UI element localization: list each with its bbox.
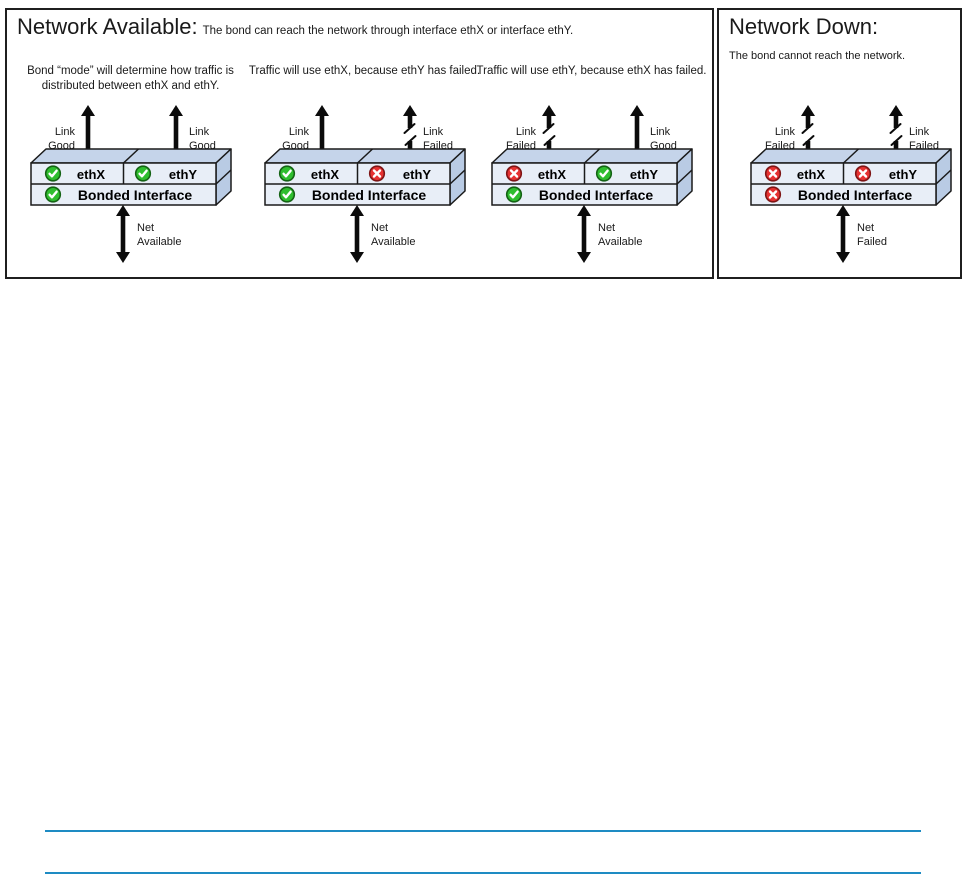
panel-title: Network Down: — [729, 14, 879, 39]
ethy-label: ethY — [630, 167, 659, 182]
horizontal-rule — [45, 872, 921, 874]
ethx-status-icon — [764, 165, 782, 182]
network-down-header: Network Down: — [729, 14, 878, 40]
right-link-label: Link — [909, 126, 930, 138]
ethx-label: ethX — [797, 167, 826, 182]
net-label: Available — [598, 236, 642, 248]
left-link-label: Link — [516, 126, 537, 138]
horizontal-rule — [45, 830, 921, 832]
network-available-header: Network Available: The bond can reach the… — [17, 14, 573, 40]
left-link-label: Link — [289, 126, 310, 138]
left-link-label: Link — [775, 126, 796, 138]
network-available-panel: Network Available: The bond can reach the… — [5, 8, 714, 279]
left-link-label: Link — [55, 126, 76, 138]
bond-scenario: Link Failed Link Failed — [750, 105, 952, 263]
bond-label: Bonded Interface — [539, 187, 654, 203]
panel-subtitle: The bond can reach the network through i… — [202, 25, 574, 37]
left-link-arrow-icon — [81, 105, 95, 163]
net-label: Failed — [857, 236, 887, 248]
scenario-caption: Traffic will use ethX, because ethY has … — [248, 65, 481, 77]
ethx-status-icon — [505, 165, 523, 182]
ethy-status-icon — [134, 165, 152, 182]
ethx-status-icon — [44, 165, 62, 182]
bond-status-icon — [44, 186, 62, 203]
panel-title: Network Available: — [17, 14, 198, 39]
bond-status-icon — [278, 186, 296, 203]
left-link-arrow-icon — [315, 105, 329, 163]
right-link-arrow-icon — [169, 105, 183, 163]
ethy-status-icon — [854, 165, 872, 182]
net-label: Available — [137, 236, 181, 248]
net-arrow-icon — [116, 205, 130, 263]
ethy-label: ethY — [169, 167, 198, 182]
scenario-caption: Traffic will use ethY, because ethX has … — [476, 65, 707, 77]
ethy-label: ethY — [403, 167, 432, 182]
right-link-label: Link — [423, 126, 444, 138]
ethx-label: ethX — [538, 167, 567, 182]
ethy-label: ethY — [889, 167, 918, 182]
bond-label: Bonded Interface — [312, 187, 427, 203]
ethy-status-icon — [368, 165, 386, 182]
ethx-label: ethX — [311, 167, 340, 182]
right-link-label: Link — [650, 126, 671, 138]
bond-scenario: Link Good Link Good — [30, 105, 232, 263]
net-label: Available — [371, 236, 415, 248]
net-label: Net — [137, 222, 154, 234]
net-label: Net — [598, 222, 615, 234]
bond-status-icon — [764, 186, 782, 203]
bond-scenario: Link Failed Link Good — [491, 105, 693, 263]
net-label: Net — [371, 222, 388, 234]
bond-label: Bonded Interface — [798, 187, 913, 203]
net-arrow-icon — [836, 205, 850, 263]
scenario-caption: Bond “mode” will determine how traffic i… — [27, 65, 234, 93]
ethx-status-icon — [278, 165, 296, 182]
ethx-label: ethX — [77, 167, 106, 182]
bond-scenario: Link Good Link Failed — [264, 105, 466, 263]
net-arrow-icon — [350, 205, 364, 263]
bond-status-icon — [505, 186, 523, 203]
right-link-label: Link — [189, 126, 210, 138]
panel-subtitle: The bond cannot reach the network. — [729, 50, 906, 62]
net-arrow-icon — [577, 205, 591, 263]
right-link-arrow-icon — [630, 105, 644, 163]
network-down-panel: Network Down: The bond cannot reach the … — [717, 8, 962, 279]
ethy-status-icon — [595, 165, 613, 182]
net-label: Net — [857, 222, 874, 234]
bond-label: Bonded Interface — [78, 187, 193, 203]
